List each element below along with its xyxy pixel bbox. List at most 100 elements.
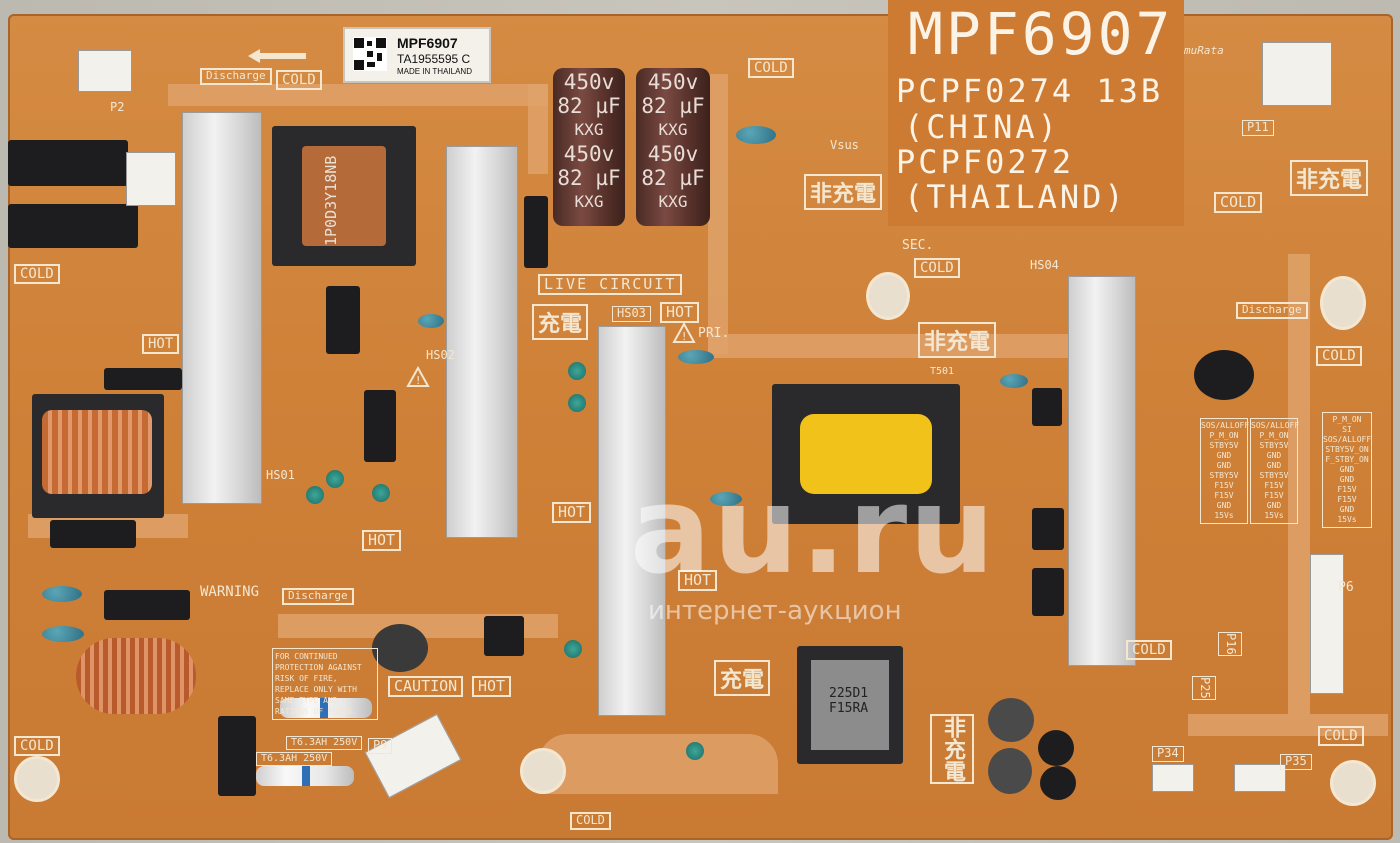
trace bbox=[528, 84, 548, 174]
label-p9: P9 bbox=[368, 738, 393, 754]
label-cold: COLD bbox=[276, 70, 322, 91]
component bbox=[50, 520, 136, 548]
mounting-hole bbox=[1330, 760, 1376, 806]
transformer-t501 bbox=[772, 384, 960, 524]
sticker-origin: MADE IN THAILAND bbox=[397, 67, 472, 76]
label-cold: COLD bbox=[14, 736, 60, 757]
transformer-code: 1P0D3Y18NB bbox=[322, 155, 340, 246]
label-p2: P2 bbox=[110, 100, 125, 114]
label-hot: HOT bbox=[552, 502, 592, 524]
label-p6: P6 bbox=[1338, 580, 1354, 595]
transistor bbox=[372, 484, 390, 502]
label-jp-charge: 充電 bbox=[714, 660, 771, 696]
label-murata: muRata bbox=[1184, 44, 1224, 57]
transformer-main: 1P0D3Y18NB bbox=[272, 126, 416, 266]
label-hs02: HS02 bbox=[426, 348, 455, 362]
svg-text:!: ! bbox=[682, 330, 686, 343]
mounting-hole bbox=[866, 272, 910, 320]
label-jp-charge: 充電 bbox=[532, 304, 589, 340]
label-jp-noncharge: 非充電 bbox=[918, 322, 997, 358]
label-hot: HOT bbox=[678, 570, 718, 592]
connector bbox=[126, 152, 176, 206]
tag-line4: PCPF0272 bbox=[896, 143, 1075, 181]
label-pri: PRI. bbox=[698, 326, 730, 341]
fuse-2 bbox=[256, 766, 354, 786]
inductor-choke: 225D1 F15RA bbox=[797, 646, 903, 764]
label-p25: P25 bbox=[1192, 676, 1216, 700]
capacitor-c401 bbox=[1194, 350, 1254, 400]
trace bbox=[708, 74, 728, 354]
label-p34: P34 bbox=[1152, 746, 1184, 762]
transistor bbox=[306, 486, 324, 504]
tag-line3: (CHINA) bbox=[904, 108, 1060, 146]
disc-capacitor bbox=[678, 350, 714, 364]
heatsink-hs03 bbox=[598, 326, 666, 716]
label-cold: COLD bbox=[1126, 640, 1172, 661]
capacitor bbox=[1038, 730, 1074, 766]
label-discharge: Discharge bbox=[282, 588, 354, 605]
transistor bbox=[564, 640, 582, 658]
label-warning: WARNING bbox=[200, 584, 260, 600]
disc-capacitor bbox=[42, 626, 84, 642]
label-discharge: Discharge bbox=[1236, 302, 1308, 319]
serial-sticker: MPF6907 TA1955595 C MADE IN THAILAND bbox=[343, 27, 491, 83]
trace bbox=[538, 734, 778, 794]
tag-line5: (THAILAND) bbox=[904, 178, 1127, 216]
ic-ic101 bbox=[484, 616, 524, 656]
connector-p34 bbox=[1152, 764, 1194, 792]
heatsink-hs02 bbox=[446, 146, 518, 538]
label-fire-note: FOR CONTINUED PROTECTION AGAINST RISK OF… bbox=[272, 648, 378, 720]
mounting-hole bbox=[1320, 276, 1366, 330]
transistor bbox=[568, 394, 586, 412]
label-cold: COLD bbox=[1214, 192, 1263, 214]
qr-code-icon bbox=[353, 37, 387, 71]
ic-chip bbox=[524, 196, 548, 268]
label-jp-noncharge: 非充電 bbox=[1290, 160, 1369, 196]
inductor-code: 225D1 F15RA bbox=[829, 686, 869, 716]
label-caution: CAUTION bbox=[388, 676, 464, 698]
label-cold: COLD bbox=[570, 812, 611, 830]
mosfet bbox=[1032, 568, 1064, 616]
label-cold: COLD bbox=[748, 58, 794, 79]
label-fuse-rating: T6.3AH 250V bbox=[256, 752, 333, 766]
heatsink-hs01 bbox=[182, 112, 262, 504]
disc-capacitor bbox=[710, 492, 742, 506]
warning-triangle-icon: ! bbox=[672, 322, 696, 343]
disc-capacitor bbox=[42, 586, 82, 602]
label-hs01: HS01 bbox=[266, 468, 295, 482]
label-cold: COLD bbox=[1318, 726, 1364, 747]
mounting-hole bbox=[14, 756, 60, 802]
model-tag: MPF6907 PCPF0274 13B (CHINA) PCPF0272 (T… bbox=[888, 0, 1184, 226]
label-cold: COLD bbox=[914, 258, 960, 279]
arrow-left-icon bbox=[248, 49, 306, 63]
trace bbox=[168, 84, 548, 106]
label-p11: P11 bbox=[1242, 120, 1274, 136]
mounting-hole bbox=[520, 748, 566, 794]
mosfet bbox=[1032, 388, 1062, 426]
connector-p11 bbox=[1262, 42, 1332, 106]
watermark-subtitle: интернет-аукцион bbox=[648, 596, 902, 626]
connector-p6 bbox=[1310, 554, 1344, 694]
transistor bbox=[686, 742, 704, 760]
fuse-1 bbox=[280, 698, 372, 718]
heatsink-hs04 bbox=[1068, 276, 1136, 666]
line-filter-coil bbox=[32, 394, 164, 518]
label-hot: HOT bbox=[660, 302, 700, 324]
connector-p35 bbox=[1234, 764, 1286, 792]
label-t501: T501 bbox=[930, 366, 955, 377]
relay-1 bbox=[8, 140, 128, 186]
label-hot: HOT bbox=[362, 530, 402, 552]
label-vsus: Vsus bbox=[830, 138, 859, 152]
label-cold: COLD bbox=[1316, 346, 1362, 367]
label-jp-noncharge: 非充電 bbox=[804, 174, 883, 210]
label-cold: COLD bbox=[14, 264, 60, 285]
trace bbox=[1188, 714, 1388, 736]
ic-chip bbox=[326, 286, 360, 354]
sticker-serial: TA1955595 C bbox=[397, 52, 471, 66]
tag-model: MPF6907 bbox=[908, 0, 1174, 68]
